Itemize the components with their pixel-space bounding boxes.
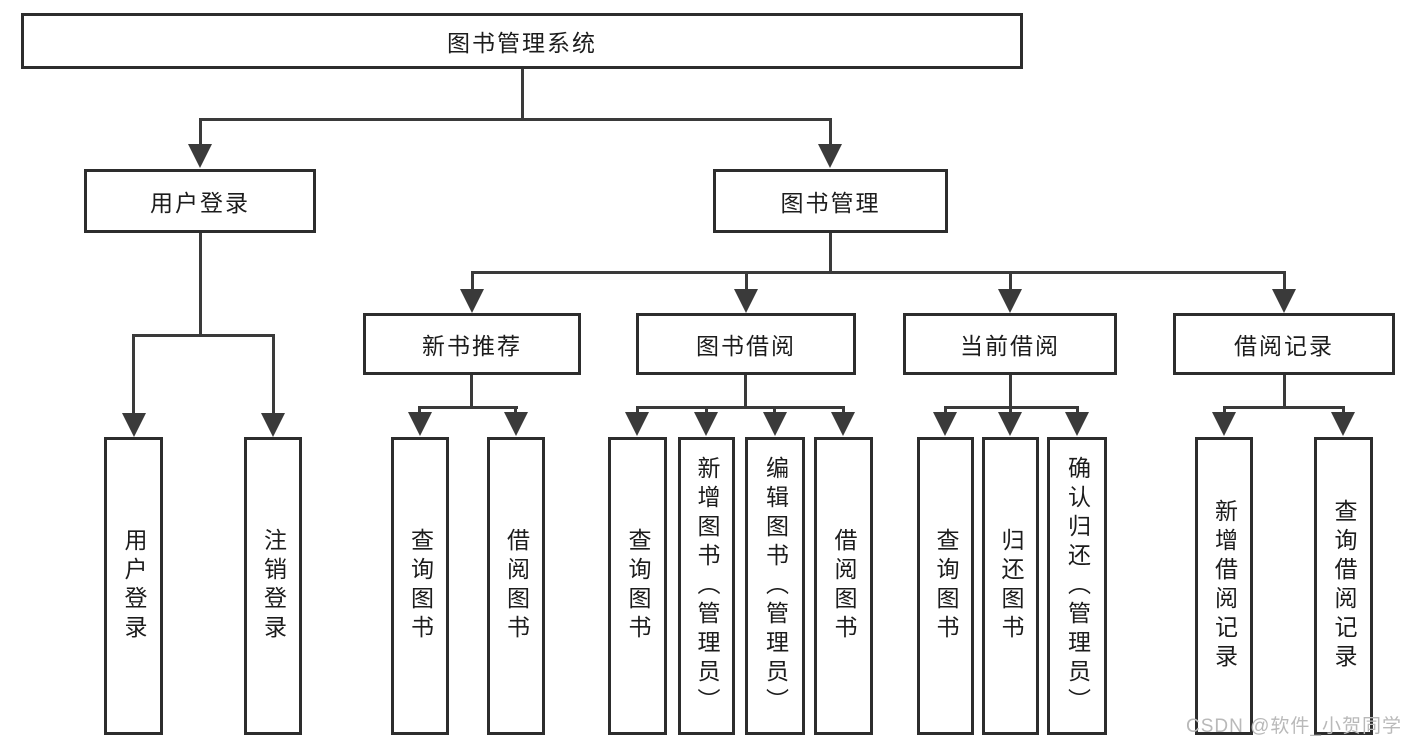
arrow-down-icon [188, 144, 212, 168]
node-label: 借阅图书 [831, 528, 857, 644]
leaf-add-book-admin: 新增图书（管理员） [678, 437, 735, 735]
arrow-down-icon [504, 412, 528, 436]
arrow-down-icon [734, 289, 758, 313]
node-label: 图书借阅 [696, 333, 796, 359]
connector-line [471, 271, 1285, 274]
node-label: 编辑图书（管理员） [762, 455, 789, 717]
node-label: 归还图书 [998, 528, 1024, 644]
connector-line [1223, 406, 1345, 409]
node-label: 当前借阅 [960, 333, 1060, 359]
connector-line [132, 334, 275, 337]
connector-line [132, 334, 135, 416]
arrow-down-icon [1272, 289, 1296, 313]
arrow-down-icon [1212, 412, 1236, 436]
node-label: 注销登录 [260, 528, 287, 644]
node-label: 图书管理 [780, 190, 881, 216]
connector-line [829, 233, 832, 273]
connector-line [199, 233, 202, 336]
leaf-add-borrow-record: 新增借阅记录 [1195, 437, 1253, 735]
node-current-borrowing: 当前借阅 [903, 313, 1117, 375]
connector-line [773, 406, 776, 416]
arrow-down-icon [694, 412, 718, 436]
arrow-down-icon [998, 289, 1022, 313]
arrow-down-icon [998, 412, 1022, 436]
node-new-book-recommendation: 新书推荐 [363, 313, 581, 375]
connector-line [470, 375, 473, 408]
node-book-borrowing: 图书借阅 [636, 313, 856, 375]
connector-line [521, 69, 524, 120]
connector-line [744, 375, 747, 408]
connector-line [636, 406, 845, 409]
watermark: CSDN @软件_小贺同学 [1186, 716, 1402, 737]
connector-line [705, 406, 708, 416]
connector-line [418, 406, 421, 416]
leaf-logout: 注销登录 [244, 437, 302, 735]
arrow-down-icon [408, 412, 432, 436]
arrow-down-icon [625, 412, 649, 436]
node-library-management-system: 图书管理系统 [21, 13, 1023, 69]
leaf-confirm-return-admin: 确认归还（管理员） [1047, 437, 1107, 735]
node-label: 借阅图书 [503, 528, 530, 644]
node-label: 查询借阅记录 [1331, 499, 1357, 673]
connector-line [272, 334, 275, 416]
connector-line [1223, 406, 1226, 416]
leaf-return-book: 归还图书 [982, 437, 1039, 735]
node-user-login: 用户登录 [84, 169, 316, 233]
node-label: 查询图书 [407, 528, 434, 644]
node-label: 新增图书（管理员） [694, 455, 720, 717]
connector-line [471, 271, 474, 291]
connector-line [514, 406, 517, 416]
arrow-down-icon [460, 289, 484, 313]
connector-line [1076, 406, 1079, 416]
leaf-edit-book-admin: 编辑图书（管理员） [745, 437, 805, 735]
connector-line [1009, 271, 1012, 291]
node-label: 新增借阅记录 [1211, 499, 1238, 673]
node-book-management: 图书管理 [713, 169, 948, 233]
arrow-down-icon [831, 412, 855, 436]
connector-line [1283, 271, 1286, 291]
leaf-user-login: 用户登录 [104, 437, 163, 735]
connector-line [829, 118, 832, 146]
arrow-down-icon [933, 412, 957, 436]
arrow-down-icon [261, 413, 285, 437]
node-label: 图书管理系统 [447, 30, 597, 56]
node-label: 用户登录 [150, 190, 250, 216]
connector-line [1283, 375, 1286, 408]
connector-line [745, 271, 748, 291]
connector-line [944, 406, 947, 416]
node-label: 查询图书 [625, 528, 651, 644]
connector-line [199, 118, 202, 146]
node-borrowing-records: 借阅记录 [1173, 313, 1395, 375]
connector-line [636, 406, 639, 416]
arrow-down-icon [1065, 412, 1089, 436]
leaf-borrow-books-borrow: 借阅图书 [814, 437, 873, 735]
arrow-down-icon [122, 413, 146, 437]
arrow-down-icon [818, 144, 842, 168]
node-label: 借阅记录 [1234, 333, 1334, 359]
node-label: 查询图书 [933, 528, 959, 644]
connector-line [1009, 375, 1012, 408]
node-label: 确认归还（管理员） [1064, 455, 1091, 717]
leaf-query-books-borrow: 查询图书 [608, 437, 667, 735]
arrow-down-icon [1331, 412, 1355, 436]
leaf-query-books-newbooks: 查询图书 [391, 437, 449, 735]
node-label: 用户登录 [121, 528, 147, 644]
connector-line [1342, 406, 1345, 416]
node-label: 新书推荐 [422, 333, 522, 359]
connector-line [842, 406, 845, 416]
leaf-query-borrow-record: 查询借阅记录 [1314, 437, 1373, 735]
connector-line [199, 118, 832, 121]
connector-line [418, 406, 518, 409]
leaf-query-books-current: 查询图书 [917, 437, 974, 735]
leaf-borrow-books-newbooks: 借阅图书 [487, 437, 545, 735]
arrow-down-icon [763, 412, 787, 436]
connector-line [1009, 406, 1012, 416]
